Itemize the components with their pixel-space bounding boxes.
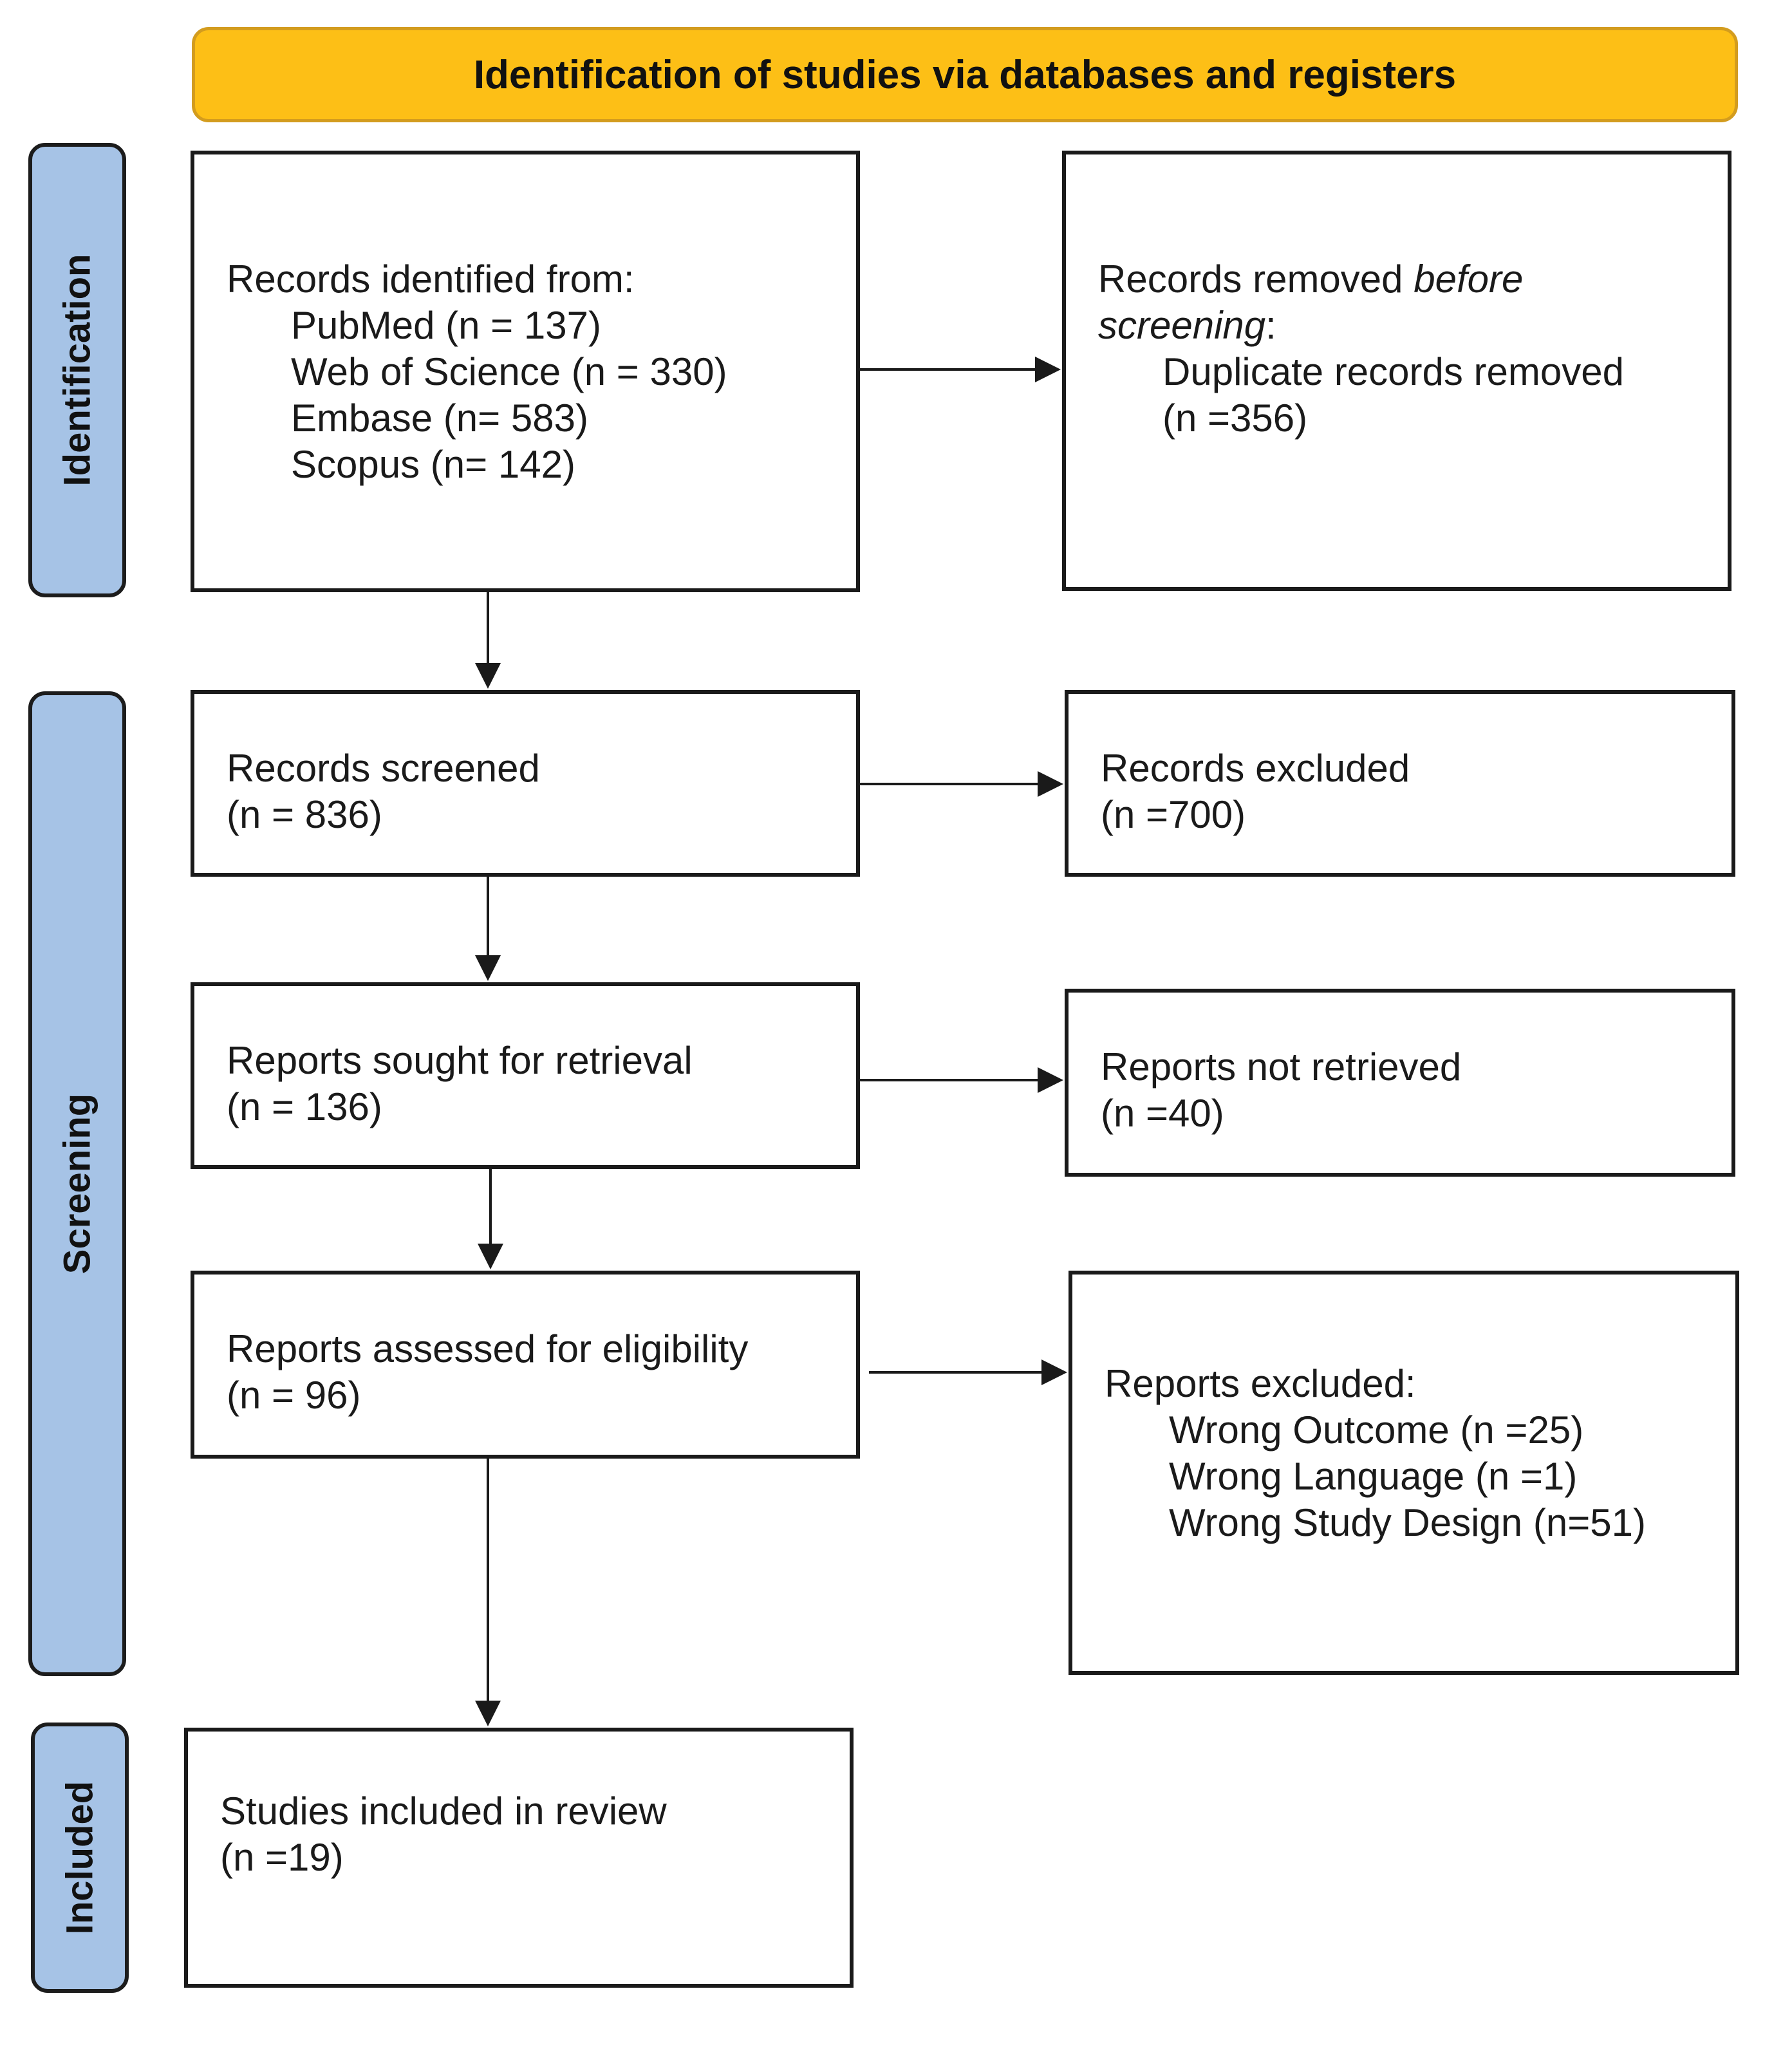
records-excluded-count: (n =700) [1101,793,1246,836]
records-removed-screening: screening [1098,304,1266,347]
reports-assessed-box: Reports assessed for eligibility (n = 96… [191,1271,860,1459]
records-removed-heading-text: Records removed [1098,257,1414,301]
duplicate-records-label: Duplicate records removed [1162,350,1624,393]
records-removed-before: before [1414,257,1524,301]
phase-screening: Screening [28,691,126,1676]
records-screened-box: Records screened (n = 836) [191,690,860,877]
duplicate-records-count: (n =356) [1162,397,1308,440]
records-excluded-label: Records excluded [1101,747,1410,790]
records-removed-heading-line2: screening: [1098,303,1728,349]
records-removed-box: Records removed before screening: Duplic… [1062,151,1731,591]
studies-included-label: Studies included in review [220,1789,667,1833]
reports-sought-count: (n = 136) [227,1085,382,1128]
reports-excluded-heading: Reports excluded: [1105,1362,1416,1405]
reports-assessed-count: (n = 96) [227,1374,361,1417]
records-identified-heading: Records identified from: [227,257,635,301]
reports-not-retrieved-box: Reports not retrieved (n =40) [1065,989,1735,1177]
phase-included: Included [31,1723,129,1993]
phase-identification: Identification [28,143,126,597]
source-web-of-science: Web of Science (n = 330) [291,350,727,393]
records-screened-label: Records screened [227,747,540,790]
reason-wrong-study-design: Wrong Study Design (n=51) [1169,1501,1646,1544]
source-pubmed: PubMed (n = 137) [291,304,601,347]
records-removed-colon: : [1265,304,1276,347]
source-embase: Embase (n= 583) [291,397,588,440]
studies-included-count: (n =19) [220,1836,344,1879]
reports-not-retrieved-count: (n =40) [1101,1092,1224,1135]
records-identified-box: Records identified from: PubMed (n = 137… [191,151,860,592]
studies-included-box: Studies included in review (n =19) [184,1728,854,1988]
records-removed-heading: Records removed before [1098,256,1728,303]
reports-not-retrieved-label: Reports not retrieved [1101,1045,1462,1088]
reason-wrong-language: Wrong Language (n =1) [1169,1455,1578,1498]
reason-wrong-outcome: Wrong Outcome (n =25) [1169,1408,1584,1452]
records-screened-count: (n = 836) [227,793,382,836]
records-excluded-box: Records excluded (n =700) [1065,690,1735,877]
reports-sought-label: Reports sought for retrieval [227,1039,693,1082]
diagram-title: Identification of studies via databases … [473,52,1457,97]
reports-excluded-box: Reports excluded: Wrong Outcome (n =25) … [1069,1271,1739,1675]
source-scopus: Scopus (n= 142) [291,443,575,486]
reports-sought-box: Reports sought for retrieval (n = 136) [191,982,860,1169]
reports-assessed-label: Reports assessed for eligibility [227,1327,749,1370]
diagram-title-banner: Identification of studies via databases … [192,27,1738,122]
